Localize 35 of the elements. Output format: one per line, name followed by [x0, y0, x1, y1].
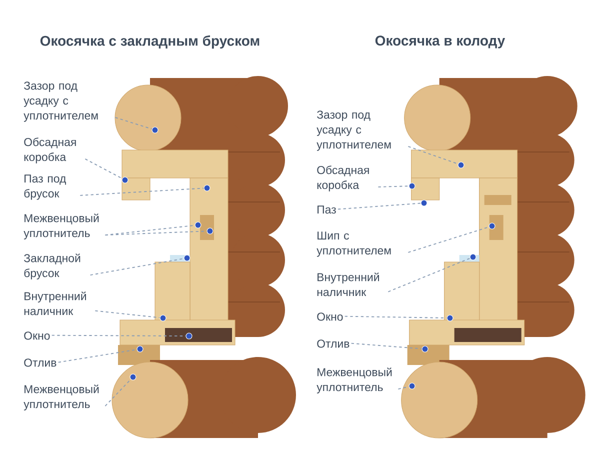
leader-line [408, 146, 458, 164]
leader-line [84, 158, 123, 179]
leader-line [90, 258, 184, 276]
part-label: Паз под брусок [24, 174, 66, 200]
panel-title: Окосячка в колоду [375, 36, 506, 48]
part-label: Обсадная коробка [317, 166, 369, 192]
part-label: Шип с уплотнителем [316, 232, 391, 257]
part-label: Внутренний наличник [24, 292, 86, 316]
leader-line [388, 258, 470, 292]
part-label: Межвенцовый уплотнитель [316, 368, 392, 394]
leader-line [337, 202, 422, 210]
leader-line [51, 334, 186, 336]
part-label: Закладной брусок [24, 254, 80, 280]
leader-line [94, 310, 160, 318]
leader-line [114, 116, 152, 130]
part-label: Зазор под усадку с уплотнителем [316, 110, 391, 151]
part-label: Обсадная коробка [24, 138, 76, 164]
leader-line [344, 316, 448, 318]
panel-title: Окосячка с закладным бруском [40, 35, 260, 49]
leader-line [80, 188, 204, 196]
part-label: Межвенцовый уплотнитель [24, 384, 99, 410]
part-label: Окно [24, 332, 50, 340]
part-label: Внутренний наличник [317, 272, 379, 296]
leader-line [350, 342, 422, 350]
leader-line [58, 349, 138, 363]
part-label: Отлив [317, 340, 350, 348]
leader-line [398, 386, 410, 390]
part-label: Паз [318, 206, 336, 214]
leader-line [104, 378, 132, 406]
part-label: Зазор под усадку с уплотнителем [24, 82, 98, 122]
part-label: Межвенцовый уплотнитель [24, 214, 99, 240]
part-label: Отлив [24, 358, 56, 367]
part-label: Окно [317, 312, 343, 321]
leader-line [378, 186, 410, 188]
leader-line [408, 226, 490, 253]
